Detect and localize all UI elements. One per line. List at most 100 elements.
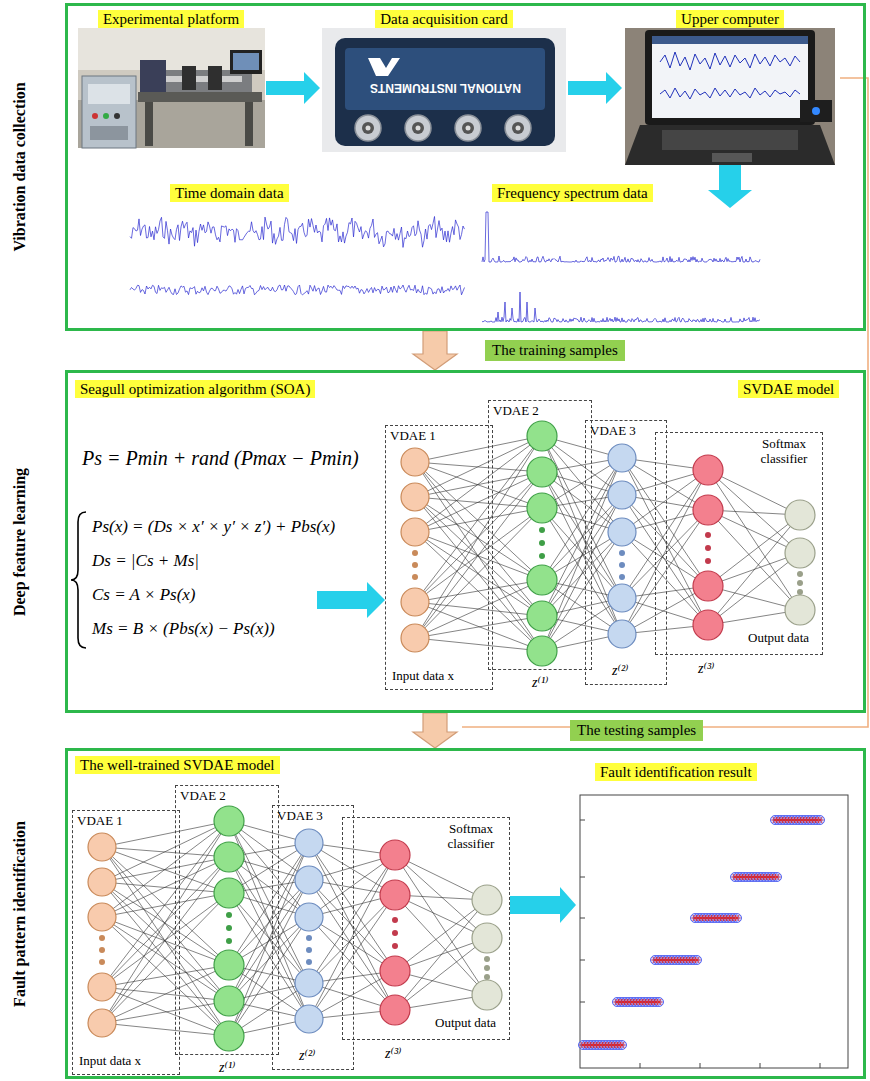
ellipsis-dot [226, 925, 232, 931]
neuron [295, 866, 323, 894]
upper-computer-photo-part [800, 100, 832, 122]
data-acquisition-card-photo-part [362, 122, 374, 134]
ellipsis-dot [484, 965, 490, 971]
experimental-platform-photo-part [78, 28, 265, 70]
network-link [415, 462, 542, 580]
neuron [380, 880, 410, 910]
network-link [102, 821, 229, 987]
neuron [401, 588, 429, 616]
ellipsis-dot [306, 959, 312, 965]
experimental-platform-photo-part [208, 66, 222, 90]
network-link [415, 532, 542, 616]
feedback-line-part [462, 78, 868, 727]
equation-brace [71, 512, 86, 648]
ellipsis-dot [412, 550, 418, 556]
module-label: VDAE 1 [77, 813, 123, 828]
panel-border [65, 3, 866, 331]
neuron [472, 885, 502, 915]
layer-caption: Input data x [79, 1053, 141, 1068]
neuron [88, 903, 116, 931]
dashed-module-box: VDAE 1 [385, 425, 493, 690]
flow-arrow [708, 165, 752, 208]
upper-computer-photo-part [625, 28, 835, 165]
ellipsis-dot [484, 974, 490, 980]
result-markers [579, 816, 825, 1050]
equation-brace-part [71, 512, 86, 648]
data-acquisition-card-photo-part [512, 122, 524, 134]
network-link [102, 1001, 229, 1023]
highlight-label: Data acquisition card [375, 10, 512, 28]
neuron [214, 806, 244, 836]
network-link [102, 893, 229, 917]
upper-computer-photo-part [660, 88, 800, 99]
highlight-label: Frequency spectrum data [492, 184, 653, 202]
ellipsis-dot [392, 943, 398, 949]
labelled-region: Upper computer [622, 8, 838, 165]
ellipsis-dot [619, 550, 625, 556]
formula: Ms = B × (Pbs(x) − Ps(x)) [92, 619, 275, 639]
experimental-platform-photo [78, 28, 265, 148]
network-link [415, 436, 542, 638]
data-acquisition-card-photo-part [335, 38, 555, 146]
result-plot-axes-part [760, 1063, 761, 1068]
neuron [380, 840, 410, 870]
data-acquisition-card-photo-part [366, 126, 371, 131]
network-link [102, 882, 229, 893]
neuron [527, 457, 557, 487]
network-drawing [88, 806, 502, 1051]
result-plot-axes-part [820, 1063, 821, 1068]
network-link [415, 472, 542, 638]
neuron [88, 833, 116, 861]
neuron [88, 1009, 116, 1037]
result-plot-axes-part [580, 877, 585, 878]
data-acquisition-card-photo-part [405, 115, 431, 141]
highlight-tag: SVDAE model [738, 380, 839, 398]
layer-caption: z⁽³⁾ [698, 660, 715, 677]
dashed-module-box: VDAE 2 [488, 400, 592, 670]
formula: Ps = Pmin + rand (Pmax − Pmin) [82, 446, 359, 470]
highlight-label: Experimental platform [98, 10, 244, 28]
neuron [214, 986, 244, 1016]
data-acquisition-card-photo-part [466, 126, 471, 131]
neuron [527, 565, 557, 595]
dashed-module-box: VDAE 2 [175, 785, 279, 1055]
neuron [608, 518, 636, 546]
data-acquisition-card-photo-part [416, 126, 421, 131]
neuron [527, 421, 557, 451]
ellipsis-dot [99, 959, 105, 965]
labelled-region: Frequency spectrum data [480, 208, 765, 326]
data-acquisition-card-photo-part [345, 48, 545, 110]
network-link [415, 508, 542, 638]
network-link [102, 882, 229, 1001]
network-link [102, 917, 229, 1036]
network-link [415, 462, 542, 651]
data-acquisition-card-photo-part [505, 115, 531, 141]
neuron [295, 829, 323, 857]
dashed-module-box: Softmax classifier [655, 432, 823, 655]
experimental-platform-photo-part [90, 126, 128, 140]
ellipsis-dot [619, 562, 625, 568]
upper-computer-photo-part [652, 36, 808, 118]
predicted-marker [657, 999, 661, 1005]
highlight-label: Fault identification result [595, 763, 757, 781]
upper-computer-photo-part [712, 153, 752, 162]
ellipsis-dot [539, 553, 545, 559]
module-label: VDAE 2 [493, 403, 539, 418]
network-link [415, 436, 542, 602]
neuron [380, 956, 410, 986]
experimental-platform-photo-part [182, 66, 196, 90]
experimental-platform-photo-part [233, 53, 259, 70]
neuron [401, 448, 429, 476]
flow-arrow [317, 582, 385, 618]
ellipsis-dot [797, 580, 803, 586]
neuron [527, 636, 557, 666]
neuron [472, 923, 502, 953]
experimental-platform-photo-part [138, 92, 262, 102]
network-link [415, 497, 542, 508]
experimental-platform-photo-part [92, 113, 98, 119]
ellipsis-dot [797, 571, 803, 577]
network-link [102, 847, 229, 857]
neuron [295, 903, 323, 931]
network-link [415, 638, 542, 651]
network-link [102, 882, 229, 1036]
